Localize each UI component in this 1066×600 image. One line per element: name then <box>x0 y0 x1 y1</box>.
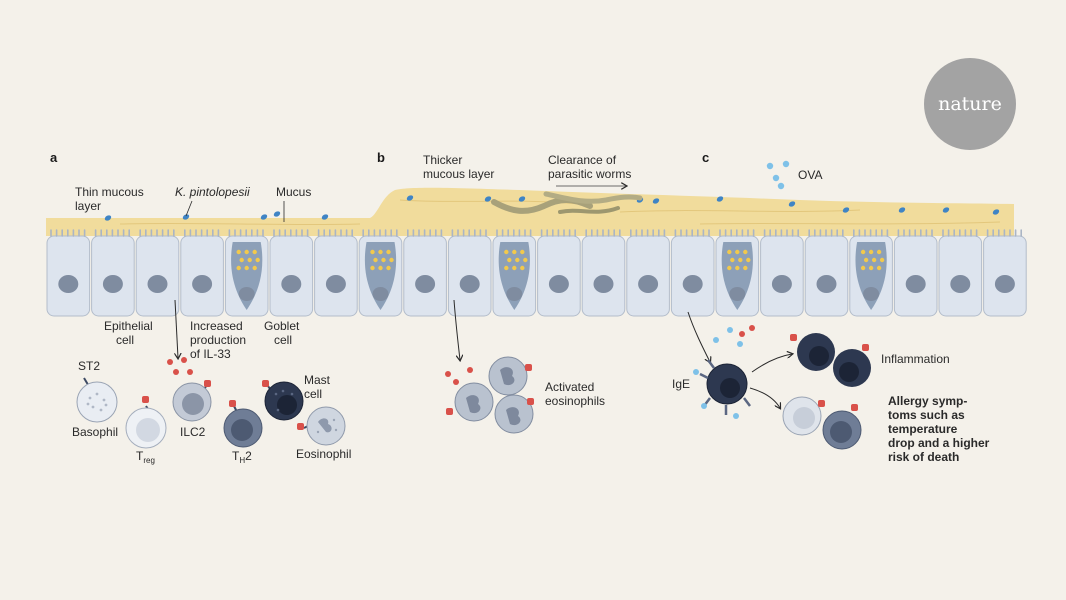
panel-label-a: a <box>50 150 58 165</box>
label-allergy-3: temperature <box>888 422 958 436</box>
label-ige: IgE <box>672 377 690 391</box>
label-ova: OVA <box>798 168 822 182</box>
bacterium <box>273 211 281 217</box>
parasitic-worms <box>491 191 643 214</box>
il33-dots-b <box>445 367 473 385</box>
label-eosinophil: Eosinophil <box>296 447 351 461</box>
bacterium <box>260 214 268 220</box>
label-allergy-1: Allergy symp- <box>888 394 967 408</box>
th2-tail: 2 <box>245 449 252 463</box>
label-thicker-2: mucous layer <box>423 167 494 181</box>
bacterium <box>992 209 1000 215</box>
bacterium <box>104 215 112 221</box>
ige-mast-cell <box>693 359 751 419</box>
label-st2: ST2 <box>78 359 100 373</box>
basophil <box>76 377 118 423</box>
epithelium <box>46 229 1027 317</box>
treg-cell <box>125 396 167 449</box>
label-activated-1: Activated <box>545 380 594 394</box>
label-ilc2: ILC2 <box>180 425 206 439</box>
label-mucus: Mucus <box>276 185 311 199</box>
label-allergy-2: toms such as <box>888 408 965 422</box>
label-thin-mucous-1: Thin mucous <box>75 185 144 199</box>
bacterium <box>652 198 660 204</box>
label-thicker-1: Thicker <box>423 153 462 167</box>
label-increased-1: Increased <box>190 319 243 333</box>
ilc2-cell <box>172 380 212 422</box>
label-mast-1: Mast <box>304 373 331 387</box>
th2-sub: H <box>239 456 245 465</box>
mast-cell <box>262 380 304 421</box>
label-thin-mucous-2: layer <box>75 199 101 213</box>
nature-logo: nature <box>924 58 1016 150</box>
panel-label-c: c <box>702 150 709 165</box>
bacterium <box>716 196 724 202</box>
th2-main: T <box>232 449 240 463</box>
label-increased-2: production <box>190 333 246 347</box>
label-mast-2: cell <box>304 387 322 401</box>
ova-il33-mix <box>713 325 755 347</box>
label-clearance-2: parasitic worms <box>548 167 631 181</box>
treg-sub: reg <box>143 456 155 465</box>
bacterium <box>842 207 850 213</box>
label-k-pintolopesii: K. pintolopesii <box>175 185 250 199</box>
eosinophil-a <box>297 406 346 446</box>
logo-text: nature <box>938 93 1002 115</box>
bacterium <box>942 207 950 213</box>
label-activated-2: eosinophils <box>545 394 605 408</box>
bacterium <box>484 196 492 202</box>
bacterium <box>518 196 526 202</box>
panel-label-b: b <box>377 150 385 165</box>
label-basophil: Basophil <box>72 425 118 439</box>
bacterium <box>898 207 906 213</box>
label-increased-3: of IL-33 <box>190 347 231 361</box>
inflammation-cells <box>790 333 871 387</box>
label-allergy-4: drop and a higher <box>888 436 990 450</box>
allergy-cells <box>782 396 862 450</box>
bacterium <box>321 214 329 220</box>
label-clearance-1: Clearance of <box>548 153 617 167</box>
bacterium <box>788 201 796 207</box>
th2-cell <box>223 400 263 448</box>
label-allergy-5: risk of death <box>888 450 959 464</box>
label-inflammation: Inflammation <box>881 352 950 366</box>
ova-particles <box>766 160 790 190</box>
il33-dots-a <box>167 357 193 375</box>
label-th2: TH2 <box>232 449 252 465</box>
label-epithelial-2: cell <box>116 333 134 347</box>
bacterium <box>406 195 414 201</box>
activated-eosinophils <box>446 356 534 434</box>
bacterium <box>182 214 190 220</box>
k-pintolopesii-bacteria <box>104 195 1000 221</box>
label-epithelial-1: Epithelial <box>104 319 153 333</box>
label-goblet-2: cell <box>274 333 292 347</box>
treg-main: T <box>136 449 144 463</box>
label-treg: Treg <box>136 449 155 465</box>
label-goblet-1: Goblet <box>264 319 300 333</box>
